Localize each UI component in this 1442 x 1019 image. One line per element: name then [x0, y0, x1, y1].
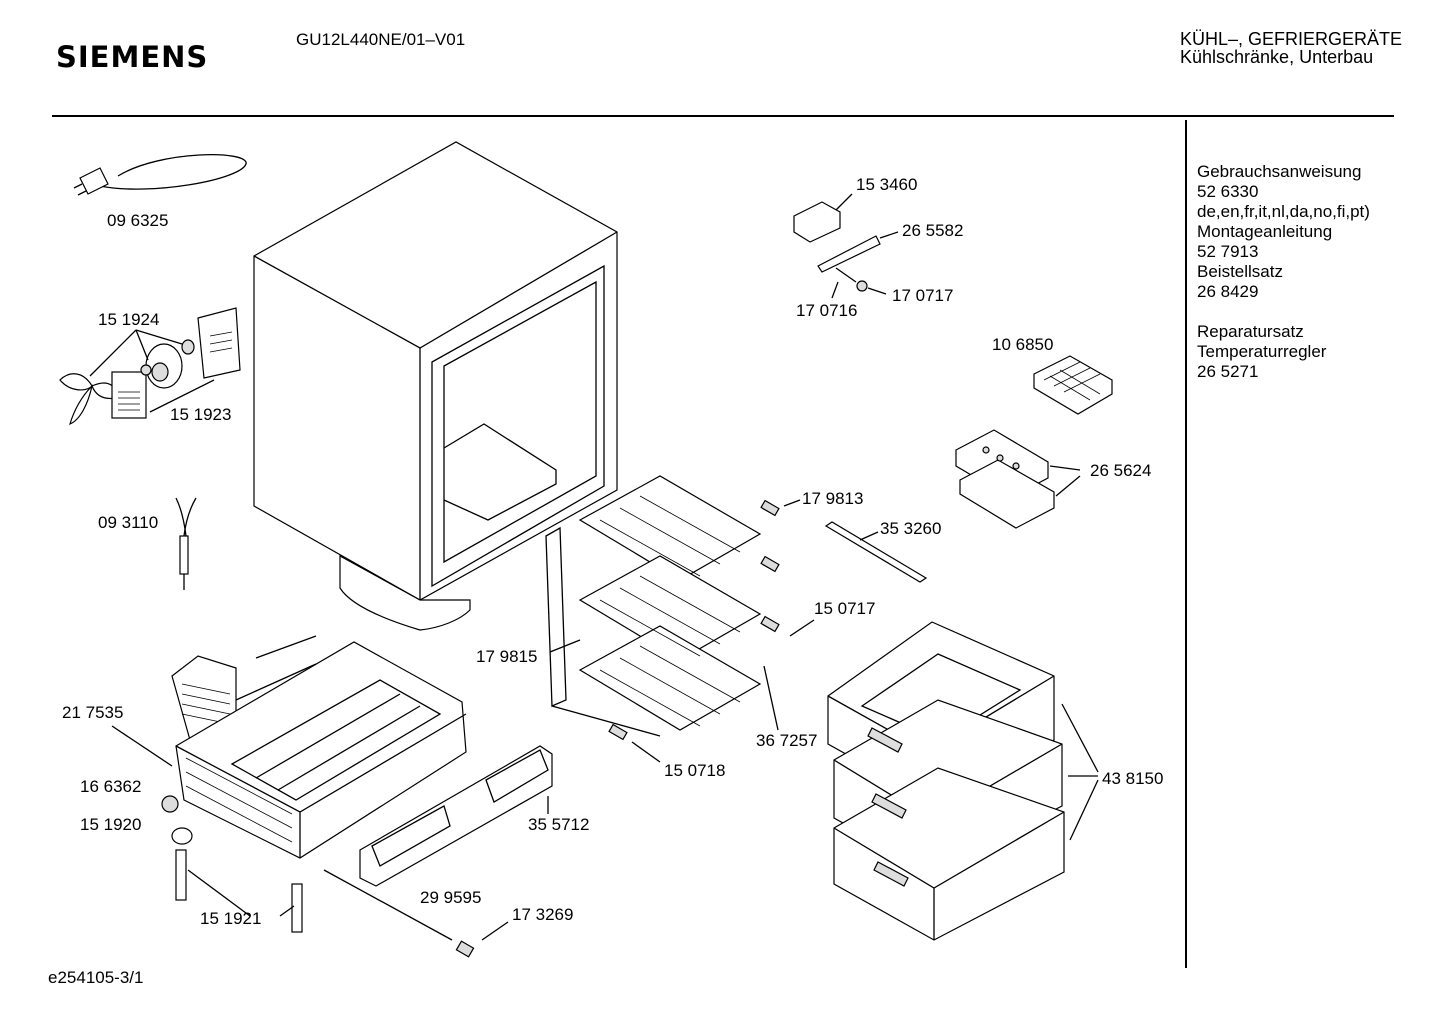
rod-and-clip-illustration: [323, 869, 509, 958]
base-frame-illustration: [171, 635, 467, 859]
power-cord-illustration: [73, 154, 247, 196]
sidebar-line: Reparatursatz: [1197, 322, 1304, 341]
sidebar-line: Temperaturregler: [1197, 342, 1327, 361]
part-number-label: 15 3460: [856, 175, 917, 194]
part-number-label: 15 0717: [814, 599, 875, 618]
sidebar-line: 52 7913: [1197, 242, 1259, 261]
part-number-label: 10 6850: [992, 335, 1053, 354]
ice-tray-illustration: [1033, 355, 1113, 415]
part-number-label: 15 0718: [664, 761, 725, 780]
part-number-label: 36 7257: [756, 731, 817, 750]
trim-strip-illustration: [824, 521, 928, 583]
part-number-label: 17 0717: [892, 286, 953, 305]
part-number-label: 15 1923: [170, 405, 231, 424]
wire-shelves-illustration: [545, 475, 815, 763]
part-number-label: 15 1921: [200, 909, 261, 928]
part-number-label: 43 8150: [1102, 769, 1163, 788]
part-number-label: 17 9813: [802, 489, 863, 508]
sidebar-line: 26 5271: [1197, 362, 1259, 381]
ventilation-grille-illustration: [359, 745, 553, 887]
part-number-label: 17 0716: [796, 301, 857, 320]
sidebar-line: 52 6330: [1197, 182, 1259, 201]
part-number-label: 16 6362: [80, 777, 141, 796]
sidebar-divider: [1185, 120, 1187, 968]
temperature-sensor-illustration: [175, 497, 197, 590]
category-title: KÜHL–, GEFRIERGERÄTE: [1180, 29, 1403, 49]
sidebar-line: de,en,fr,it,nl,da,no,fi,pt): [1197, 202, 1370, 221]
sidebar-line: Montageanleitung: [1197, 222, 1333, 241]
leader-line: [279, 905, 295, 917]
part-number-label: 26 5582: [902, 221, 963, 240]
part-number-label: 35 3260: [880, 519, 941, 538]
part-number-label: 21 7535: [62, 703, 123, 722]
part-number-label: 17 9815: [476, 647, 537, 666]
model-number: GU12L440NE/01–V01: [296, 30, 466, 49]
brand-logo: SIEMENS: [56, 40, 209, 74]
cold-packs-illustration: [955, 429, 1081, 529]
adjustable-feet-illustration: [161, 795, 303, 933]
part-number-label: 17 3269: [512, 905, 573, 924]
leader-line: [111, 725, 173, 767]
document-id: e254105-3/1: [48, 968, 144, 987]
part-number-label: 15 1924: [98, 310, 159, 329]
part-number-label: 15 1920: [80, 815, 141, 834]
sidebar-line: 26 8429: [1197, 282, 1259, 301]
thermostat-parts-illustration: [793, 193, 899, 299]
part-number-label: 35 5712: [528, 815, 589, 834]
header-divider: [52, 115, 1394, 117]
part-number-label: 26 5624: [1090, 461, 1151, 480]
freezer-drawers-illustration: [827, 621, 1099, 941]
part-number-label: 09 6325: [107, 211, 168, 230]
part-number-label: 09 3110: [98, 513, 158, 532]
fan-motor-illustration: [59, 307, 241, 426]
category-subtitle: Kühlschränke, Unterbau: [1180, 47, 1374, 67]
sidebar-line: Gebrauchsanweisung: [1197, 162, 1362, 181]
cabinet-illustration: [253, 141, 618, 631]
documents-sidebar: Gebrauchsanweisung 52 6330 de,en,fr,it,n…: [1197, 162, 1370, 382]
sidebar-line: Beistellsatz: [1197, 262, 1283, 281]
part-number-label: 29 9595: [420, 888, 481, 907]
